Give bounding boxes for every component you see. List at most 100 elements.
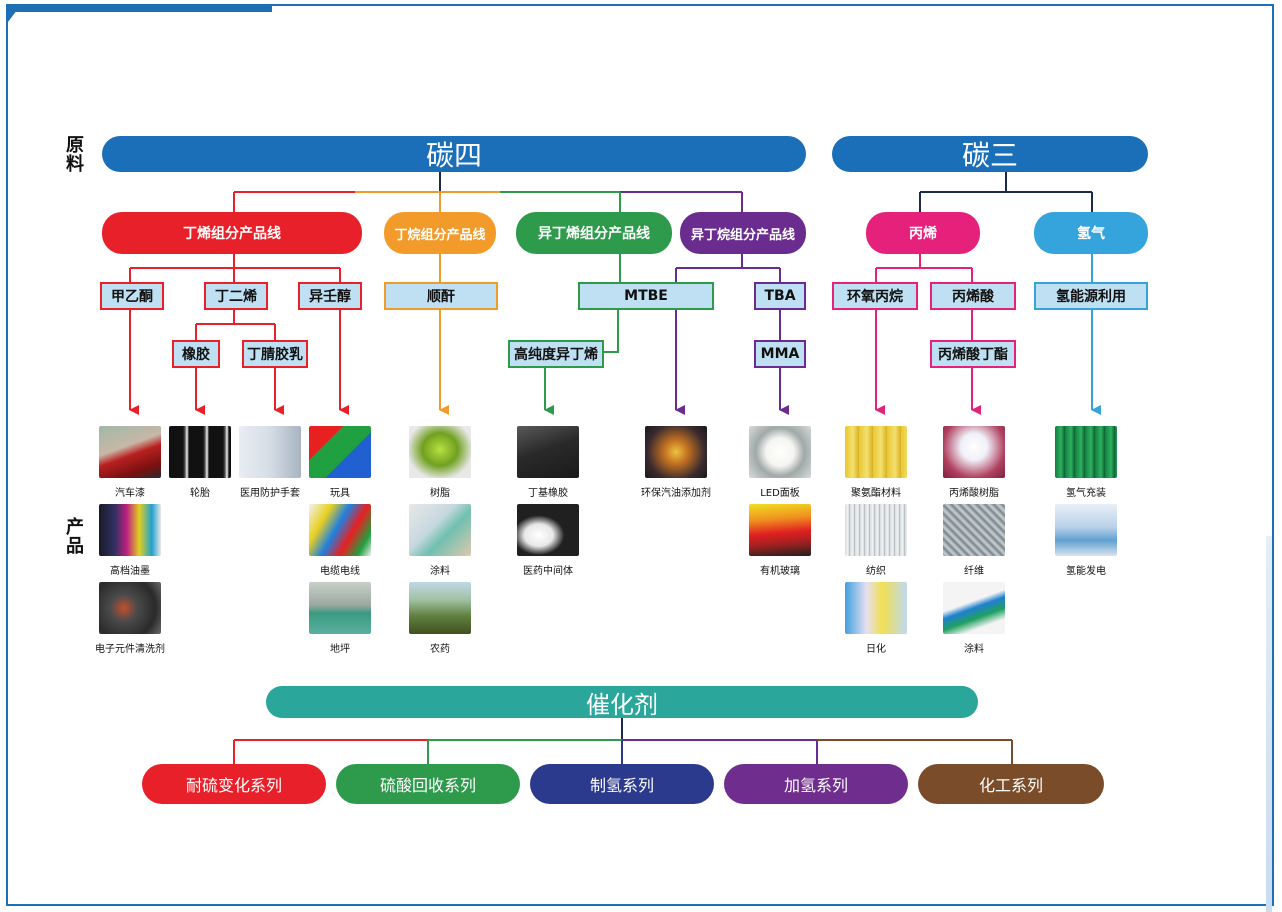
product-label: 氢气充装 bbox=[1066, 488, 1106, 499]
product-label: 电子元件清洗剂 bbox=[95, 644, 165, 655]
node-mtbe: MTBE bbox=[578, 282, 714, 310]
feedstock-c4: 碳四 bbox=[102, 136, 806, 172]
line-hydrogen: 氢气 bbox=[1034, 212, 1148, 254]
node-isononanol: 异壬醇 bbox=[298, 282, 362, 310]
gas-cylinders-photo bbox=[1055, 426, 1117, 478]
product-floor: 地坪 bbox=[298, 582, 382, 655]
fiber-photo bbox=[943, 504, 1005, 556]
polyurethane-photo bbox=[845, 426, 907, 478]
resin-photo bbox=[409, 426, 471, 478]
product-textile: 纺织 bbox=[834, 504, 918, 577]
product-label: 涂料 bbox=[964, 644, 984, 655]
node-butadiene: 丁二烯 bbox=[204, 282, 268, 310]
tires-photo bbox=[169, 426, 231, 478]
product-paint: 涂料 bbox=[398, 504, 482, 577]
node-mma: MMA bbox=[754, 340, 806, 368]
line-propylene: 丙烯 bbox=[866, 212, 980, 254]
product-label: 日化 bbox=[866, 644, 886, 655]
side-label-raw: 原料 bbox=[66, 135, 84, 175]
product-label: 树脂 bbox=[430, 488, 450, 499]
node-tba: TBA bbox=[754, 282, 806, 310]
page-frame bbox=[6, 4, 1274, 912]
power-plant-photo bbox=[1055, 504, 1117, 556]
node-mek: 甲乙酮 bbox=[100, 282, 164, 310]
catalyst-series-chemical: 化工系列 bbox=[918, 764, 1104, 804]
product-label: 有机玻璃 bbox=[760, 566, 800, 577]
node-h2-use: 氢能源利用 bbox=[1034, 282, 1148, 310]
corner-notch bbox=[8, 6, 20, 22]
node-nbr-latex: 丁腈胶乳 bbox=[242, 340, 308, 368]
product-polyurethane: 聚氨酯材料 bbox=[834, 426, 918, 499]
node-epoxy-propane: 环氧丙烷 bbox=[832, 282, 918, 310]
product-label: 聚氨酯材料 bbox=[851, 488, 901, 499]
product-cleaner: 电子元件清洗剂 bbox=[88, 582, 172, 655]
product-label: 丙烯酸树脂 bbox=[949, 488, 999, 499]
product-ink: 高档油墨 bbox=[88, 504, 172, 577]
product-label: 氢能发电 bbox=[1066, 566, 1106, 577]
node-maleic: 顺酐 bbox=[384, 282, 498, 310]
product-label: 高档油墨 bbox=[110, 566, 150, 577]
product-label: LED面板 bbox=[760, 488, 800, 499]
product-acrylic-glass: 有机玻璃 bbox=[738, 504, 822, 577]
catalyst-series-hydrogenation: 加氢系列 bbox=[724, 764, 908, 804]
product-label: 玩具 bbox=[330, 488, 350, 499]
product-label: 医用防护手套 bbox=[240, 488, 300, 499]
product-toys: 玩具 bbox=[298, 426, 382, 499]
acrylic-sheets-photo bbox=[749, 504, 811, 556]
product-label: 地坪 bbox=[330, 644, 350, 655]
corner-bar bbox=[8, 6, 272, 12]
paint-roller-photo bbox=[409, 504, 471, 556]
product-label: 轮胎 bbox=[190, 488, 210, 499]
product-label: 环保汽油添加剂 bbox=[641, 488, 711, 499]
textile-photo bbox=[845, 504, 907, 556]
ink-bottles-photo bbox=[99, 504, 161, 556]
product-label: 医药中间体 bbox=[523, 566, 573, 577]
product-coating: 涂料 bbox=[932, 582, 1016, 655]
car-paint-photo bbox=[99, 426, 161, 478]
side-label-products: 产品 bbox=[66, 517, 84, 557]
product-pesticide: 农药 bbox=[398, 582, 482, 655]
coating-photo bbox=[943, 582, 1005, 634]
white-powder-photo bbox=[517, 504, 579, 556]
product-label: 农药 bbox=[430, 644, 450, 655]
cables-photo bbox=[309, 504, 371, 556]
node-acrylic-acid: 丙烯酸 bbox=[930, 282, 1016, 310]
product-butyl-rubber: 丁基橡胶 bbox=[506, 426, 590, 499]
product-car-paint: 汽车漆 bbox=[88, 426, 172, 499]
product-acrylic-resin: 丙烯酸树脂 bbox=[932, 426, 1016, 499]
product-label: 纺织 bbox=[866, 566, 886, 577]
product-pharma: 医药中间体 bbox=[506, 504, 590, 577]
catalyst-series-acid-recovery: 硫酸回收系列 bbox=[336, 764, 520, 804]
catalyst-series-sulfur-shift: 耐硫变化系列 bbox=[142, 764, 326, 804]
resin-pellets-photo bbox=[943, 426, 1005, 478]
product-label: 汽车漆 bbox=[115, 488, 145, 499]
engine-photo bbox=[645, 426, 707, 478]
edge-shade bbox=[1266, 536, 1272, 912]
node-rubber: 橡胶 bbox=[172, 340, 220, 368]
detergent-photo bbox=[845, 582, 907, 634]
product-gloves: 医用防护手套 bbox=[228, 426, 312, 499]
product-label: 涂料 bbox=[430, 566, 450, 577]
led-panel-photo bbox=[749, 426, 811, 478]
product-fiber: 纤维 bbox=[932, 504, 1016, 577]
product-fuel-additive: 环保汽油添加剂 bbox=[634, 426, 718, 499]
product-resin: 树脂 bbox=[398, 426, 482, 499]
product-led: LED面板 bbox=[738, 426, 822, 499]
feedstock-c3: 碳三 bbox=[832, 136, 1148, 172]
circuit-board-photo bbox=[99, 582, 161, 634]
node-butyl-acrylate: 丙烯酸丁酯 bbox=[930, 340, 1016, 368]
catalyst-series-hydrogen-production: 制氢系列 bbox=[530, 764, 714, 804]
product-label: 电缆电线 bbox=[320, 566, 360, 577]
catalyst-title: 催化剂 bbox=[266, 686, 978, 719]
product-cables: 电缆电线 bbox=[298, 504, 382, 577]
product-tires: 轮胎 bbox=[158, 426, 242, 499]
line-isobutane: 异丁烷组分产品线 bbox=[680, 212, 806, 254]
product-h2-filling: 氢气充装 bbox=[1044, 426, 1128, 499]
line-butane: 丁烷组分产品线 bbox=[384, 212, 496, 254]
protective-suit-photo bbox=[239, 426, 301, 478]
crop-spray-photo bbox=[409, 582, 471, 634]
node-hp-isobutene: 高纯度异丁烯 bbox=[508, 340, 604, 368]
product-daily-chem: 日化 bbox=[834, 582, 918, 655]
product-label: 纤维 bbox=[964, 566, 984, 577]
